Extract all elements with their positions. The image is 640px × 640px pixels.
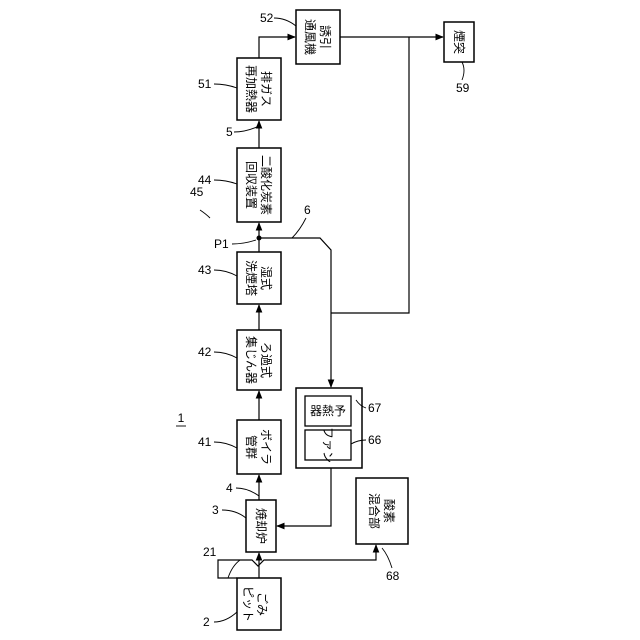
ref-recirculation: 6 — [304, 203, 311, 217]
reheater-label-2: 再加熱器 — [244, 65, 258, 113]
ref-exhaust: 5 — [226, 125, 233, 139]
filter-label-1: ろ過式 — [259, 342, 273, 378]
boiler-box: ボイラ 管群 — [237, 420, 281, 474]
reference-numerals: 1 45 2 21 3 4 41 42 43 44 P1 6 5 51 52 5… — [178, 11, 470, 629]
oxygen-mixer-label-1: 酸素 — [382, 499, 397, 523]
ref-garbage-pit: 2 — [203, 615, 210, 629]
ref-stack: 59 — [456, 81, 470, 95]
ref-reheater: 51 — [198, 77, 212, 91]
group-ref-45: 45 — [190, 185, 204, 199]
induced-draft-fan-box: 誘引 通風機 — [296, 10, 340, 64]
leader-lines — [176, 18, 464, 622]
ref-co2-recovery: 44 — [198, 173, 212, 187]
incinerator-label: 焼却炉 — [254, 508, 268, 544]
co2-recovery-label-2: 回収装置 — [244, 161, 258, 209]
co2-recovery-box: 二酸化炭素 回収装置 — [237, 148, 281, 222]
figure-ref: 1 — [178, 411, 185, 425]
filter-label-2: 集じん器 — [244, 336, 259, 384]
scrubber-label-1: 湿式 — [259, 266, 274, 290]
ref-boiler: 41 — [198, 435, 212, 449]
stack-label: 煙突 — [452, 30, 467, 54]
reheater-label-1: 排ガス — [259, 71, 273, 107]
garbage-pit-label-1: ごみ — [255, 592, 270, 616]
preheater-label-3: 器 — [310, 404, 322, 418]
preheater-label-1: 予 — [334, 404, 346, 418]
ref-oxygen-mixer: 68 — [386, 569, 400, 583]
incinerator-box: 焼却炉 — [246, 500, 276, 552]
boiler-label-1: ボイラ — [259, 429, 273, 465]
exhaust-reheater-box: 排ガス 再加熱器 — [237, 58, 281, 120]
ref-branch-point: P1 — [214, 237, 229, 251]
fan-label: ファン — [321, 427, 335, 463]
scrubber-label-2: 洗煙塔 — [244, 260, 258, 296]
ref-scrubber: 43 — [198, 263, 212, 277]
co2-recovery-label-1: 二酸化炭素 — [259, 155, 274, 215]
garbage-pit-label-2: ピット — [241, 586, 255, 622]
oxygen-mixer-label-2: 混合部 — [367, 493, 382, 529]
filter-dust-collector-box: ろ過式 集じん器 — [237, 330, 281, 390]
stack-box: 煙突 — [444, 22, 474, 62]
garbage-pit-box: ごみ ピット — [237, 578, 281, 630]
preheater-label-2: 熱 — [322, 404, 334, 418]
wet-scrubber-box: 湿式 洗煙塔 — [237, 252, 281, 304]
boiler-label-2: 管群 — [244, 435, 259, 459]
ref-filter: 42 — [198, 345, 212, 359]
ref-intake: 21 — [203, 545, 217, 559]
ref-flue-gas: 4 — [226, 481, 233, 495]
ref-fan: 66 — [368, 433, 382, 447]
oxygen-mixer-box: 酸素 混合部 — [356, 478, 408, 544]
ref-id-fan: 52 — [260, 11, 274, 25]
fan-preheater-unit: 予 熱 器 ファン — [296, 388, 362, 468]
ref-incinerator: 3 — [212, 503, 219, 517]
ref-unit: 67 — [368, 401, 382, 415]
id-fan-label-2: 通風機 — [303, 19, 318, 55]
id-fan-label-1: 誘引 — [318, 25, 332, 49]
